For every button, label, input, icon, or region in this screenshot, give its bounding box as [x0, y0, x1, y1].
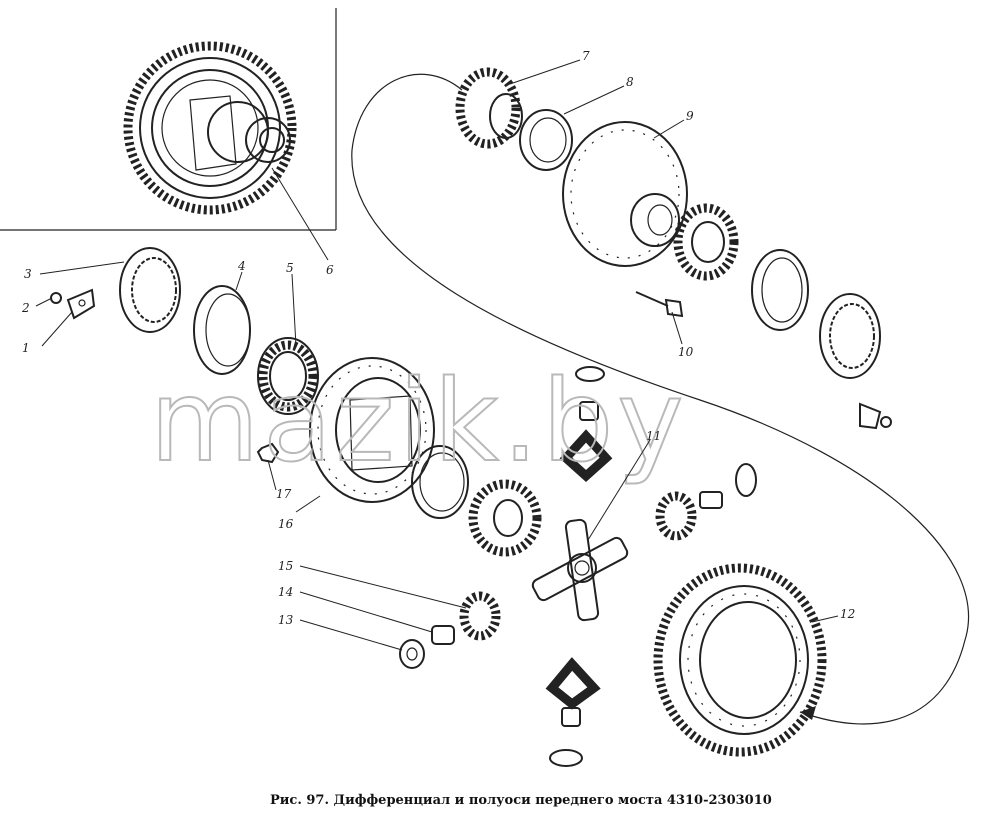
callout-1: 1 [22, 341, 30, 355]
part-taper-bearing [257, 337, 319, 415]
callout-4: 4 [237, 259, 246, 273]
callout-17: 17 [276, 487, 292, 501]
assembled-differential [123, 41, 297, 215]
part-ring-gear [653, 563, 827, 757]
part-satellite-gear-15 [459, 591, 501, 641]
callout-14: 14 [278, 585, 293, 599]
part-right-washer [735, 463, 757, 497]
part-thrust-washer-8 [519, 109, 573, 171]
part-bushing-14 [431, 625, 455, 645]
part-case-bolt [635, 291, 684, 318]
part-washer-13 [399, 639, 425, 669]
callout-11: 11 [646, 429, 661, 443]
part-side-gear-left [468, 479, 542, 557]
callout-13: 13 [278, 613, 294, 627]
callout-3: 3 [24, 267, 32, 281]
part-case-half-left [309, 357, 435, 503]
part-spider-cross [531, 518, 629, 622]
part-right-satellite-gear [655, 491, 697, 541]
part-top-bushing [579, 401, 599, 421]
part-adjusting-nut-left [119, 247, 181, 333]
part-bottom-satellite-gear [545, 657, 601, 710]
part-bottom-washer [549, 749, 583, 767]
part-bearing-cup [193, 285, 251, 375]
assembled-view-inset [0, 8, 337, 231]
callout-labels: 1 2 3 4 5 6 7 8 9 10 11 12 13 14 15 16 1… [21, 49, 855, 627]
part-top-satellite-gear [559, 429, 613, 483]
part-taper-bearing-right [673, 203, 739, 281]
leader-lines [35, 59, 839, 651]
figure-caption: Рис. 97. Дифференциал и полуоси переднег… [270, 793, 772, 808]
part-adjusting-nut-right [819, 293, 881, 379]
assembly-arrow-path [351, 73, 970, 725]
part-nut [256, 442, 280, 464]
part-drive-gear-7 [455, 67, 523, 149]
callout-15: 15 [278, 559, 293, 573]
callout-5: 5 [286, 261, 294, 275]
callout-16: 16 [278, 517, 294, 531]
callout-10: 10 [678, 345, 694, 359]
part-bracket-left [66, 288, 96, 320]
part-bearing-cup-right [751, 249, 809, 331]
part-bolt-small-left [50, 292, 62, 304]
part-thrust-washer-left [411, 445, 469, 519]
part-top-washer [575, 366, 605, 382]
part-bracket-right [859, 402, 882, 430]
watermark: mazik.by [150, 357, 687, 487]
callout-6: 6 [326, 263, 334, 277]
callout-8: 8 [626, 75, 634, 89]
callout-7: 7 [582, 49, 590, 63]
part-right-bushing [699, 491, 723, 509]
part-case-half-right [562, 121, 688, 267]
callout-9: 9 [686, 109, 694, 123]
part-bolt-small-right [880, 416, 892, 428]
part-bottom-bushing [561, 707, 581, 727]
callout-2: 2 [21, 301, 30, 315]
callout-12: 12 [840, 607, 855, 621]
